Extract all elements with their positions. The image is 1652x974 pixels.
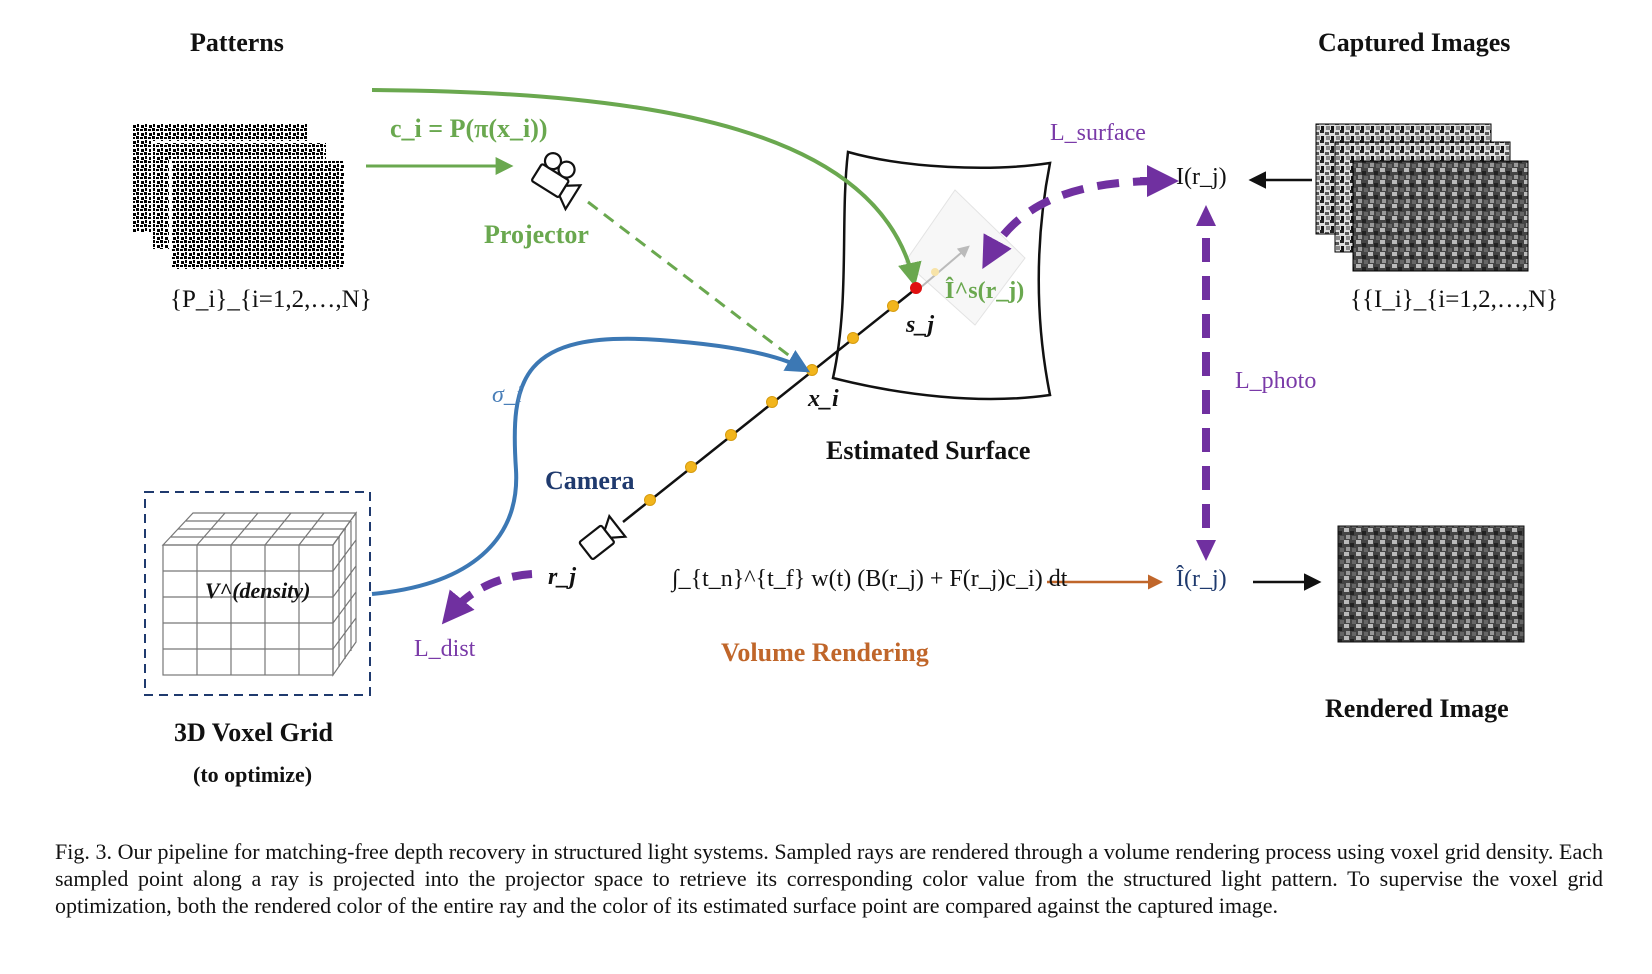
- projection-curve: [371, 88, 922, 287]
- voxel-grid: [144, 491, 371, 696]
- voxel-density-label: V^(density): [205, 578, 311, 603]
- photo-loss-up-arrow: [1196, 205, 1216, 226]
- captured-set-label: {{I_i}_{i=1,2,…,N}: [1350, 286, 1559, 313]
- surface-point-dot: [910, 282, 922, 294]
- rendered-ray-label: Î(r_j): [1176, 566, 1227, 592]
- render-integral: ∫_{t_n}^{t_f} w(t) (B(r_j) + F(r_j)c_i) …: [672, 566, 1068, 592]
- dist-loss-label: L_dist: [414, 636, 476, 662]
- sample-point: [644, 494, 656, 506]
- surface-loss-label: L_surface: [1050, 120, 1146, 146]
- pattern-stack: [133, 124, 346, 271]
- sample-point: [806, 364, 818, 376]
- patterns-heading: Patterns: [190, 28, 284, 57]
- dist-loss-arrow: [441, 570, 533, 625]
- photo-loss-down-arrow: [1196, 540, 1216, 561]
- captured-ray-label: I(r_j): [1176, 164, 1227, 190]
- photo-loss-label: L_photo: [1235, 368, 1317, 394]
- camera-label: Camera: [545, 466, 635, 495]
- projector-label: Projector: [484, 220, 589, 249]
- volume-rendering-label: Volume Rendering: [721, 638, 929, 667]
- sample-point: [847, 332, 859, 344]
- estimated-surface-label: Estimated Surface: [826, 436, 1031, 465]
- surface-point-label: s_j: [906, 312, 935, 338]
- sample-point: [725, 429, 737, 441]
- captured-images-heading: Captured Images: [1318, 28, 1511, 57]
- ray-label: r_j: [548, 564, 577, 590]
- surface-color-label: Î^s(r_j): [945, 278, 1025, 304]
- sample-point: [887, 300, 899, 312]
- sample-points: [644, 300, 899, 506]
- rendered-image: [1337, 525, 1525, 643]
- voxel-grid-label: 3D Voxel Grid: [174, 718, 333, 747]
- sample-point-label: x_i: [808, 386, 839, 412]
- camera-icon: [578, 513, 628, 561]
- rendered-image-label: Rendered Image: [1325, 694, 1509, 723]
- projection-equation: c_i = P(π(x_i)): [390, 114, 548, 143]
- faint-sample-point: [931, 268, 939, 276]
- sample-point: [766, 396, 778, 408]
- voxel-grid-sublabel: (to optimize): [193, 762, 313, 787]
- projector-icon: [531, 152, 583, 212]
- density-curve: [371, 336, 811, 596]
- sample-point: [685, 461, 697, 473]
- projector-ray: [587, 200, 809, 372]
- pipeline-diagram: [133, 88, 1529, 696]
- sigma-label: σ_i: [492, 382, 523, 408]
- surface-normal: [919, 245, 970, 289]
- figure-caption: Fig. 3. Our pipeline for matching-free d…: [55, 839, 1603, 918]
- patterns-set-label: {P_i}_{i=1,2,…,N}: [170, 286, 372, 313]
- captured-image-stack: [1315, 123, 1529, 272]
